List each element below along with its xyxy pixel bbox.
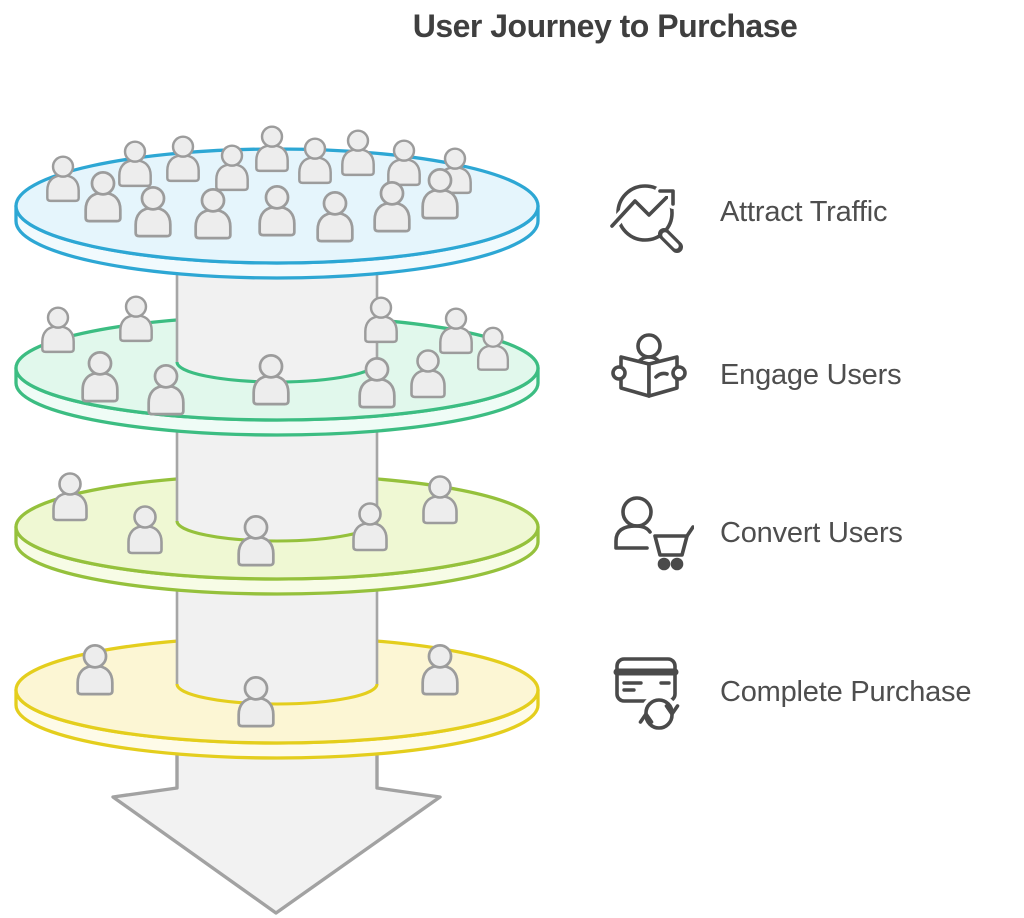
diagram-title: User Journey to Purchase [412, 8, 798, 44]
reading-book-icon [611, 333, 687, 398]
person-icon [387, 139, 421, 187]
stage-3-people [52, 472, 458, 567]
stage-label-engage-users: Engage Users [720, 358, 902, 391]
person-icon [166, 135, 200, 183]
person-icon [352, 502, 388, 552]
person-icon [147, 363, 185, 416]
person-icon [255, 125, 289, 173]
stage-4-people [76, 643, 459, 728]
person-icon [298, 137, 332, 185]
person-icon [410, 349, 446, 399]
person-icon [439, 307, 473, 355]
stage-label-attract-traffic: Attract Traffic [720, 195, 888, 228]
growth-search-icon [607, 184, 683, 253]
person-icon [252, 353, 290, 406]
person-icon [258, 184, 296, 237]
person-icon [237, 514, 275, 567]
card-sync-icon [613, 657, 680, 734]
person-icon [237, 675, 275, 728]
person-icon [316, 190, 354, 243]
person-icon [134, 185, 172, 238]
stage-2-people [41, 295, 510, 416]
legend-row-attract-traffic: Attract Traffic [604, 167, 887, 257]
person-icon [373, 180, 411, 233]
person-icon [358, 356, 396, 409]
person-icon [476, 326, 510, 371]
stage-1-people [46, 125, 472, 243]
person-icon [84, 170, 122, 223]
user-cart-icon [614, 496, 694, 571]
legend-row-convert-users: Convert Users [604, 488, 903, 578]
person-icon [119, 295, 153, 343]
legend-row-complete-purchase: Complete Purchase [604, 647, 971, 737]
person-icon [127, 505, 163, 555]
person-icon [118, 140, 152, 188]
stage-label-complete-purchase: Complete Purchase [720, 675, 972, 708]
legend-row-engage-users: Engage Users [604, 330, 902, 420]
person-icon [46, 155, 80, 203]
stage-label-convert-users: Convert Users [720, 516, 903, 549]
person-icon [421, 167, 459, 220]
person-icon [364, 296, 398, 344]
person-icon [422, 475, 458, 525]
person-icon [421, 643, 459, 696]
person-icon [41, 306, 75, 354]
person-icon [52, 472, 88, 522]
person-icon [76, 643, 114, 696]
person-icon [194, 187, 232, 240]
person-icon [341, 129, 375, 177]
person-icon [215, 144, 249, 192]
person-icon [81, 350, 119, 403]
